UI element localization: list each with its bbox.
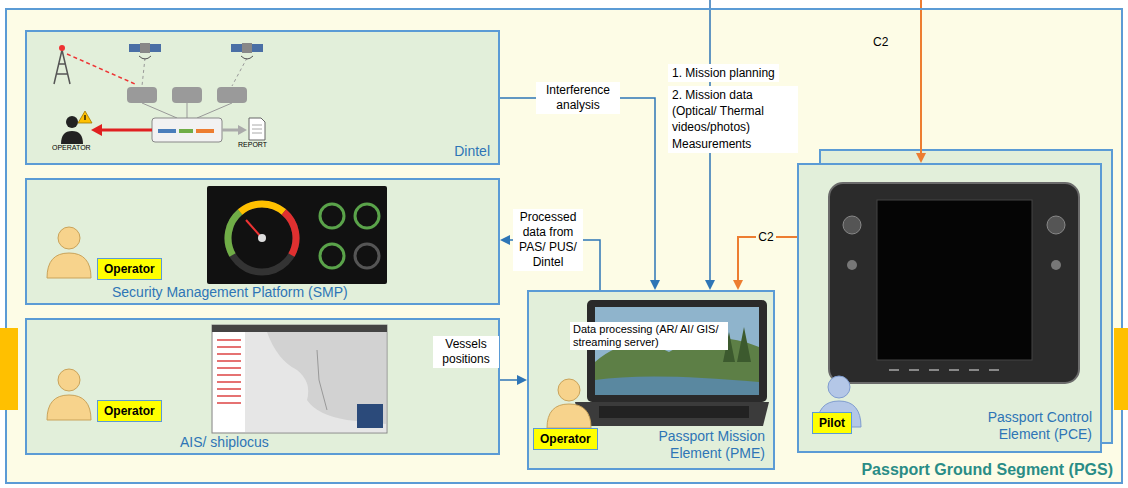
box-title: Passport Control Element (PCE): [962, 409, 1092, 443]
role-label: Operator: [104, 261, 155, 277]
box-title: Dintel: [454, 143, 490, 160]
flow-note: 2. Mission data (Optical/ Thermal videos…: [668, 86, 798, 153]
connector-line: [500, 98, 655, 280]
edge-label: Processed data from PAS/ PUS/ Dintel: [513, 209, 583, 271]
arrow-head: [705, 280, 715, 290]
role-label: Pilot: [819, 415, 845, 431]
system-box: Passport Control Element (PCE) Pilot: [797, 163, 1102, 453]
c2-line: [920, 0, 922, 153]
role-tag: Operator: [533, 428, 598, 450]
connector: [500, 98, 660, 290]
system-box: Data processing (AR/ AI/ GIS/ streaming …: [527, 290, 775, 470]
link-label: C2: [873, 34, 888, 50]
icon-caption: REPORT: [238, 140, 267, 149]
flow-note: 1. Mission planning: [668, 64, 779, 82]
connector-line: [500, 379, 517, 381]
side-tab: [0, 328, 18, 410]
role-label: Operator: [104, 403, 155, 419]
box-title: AIS/ shiplocus: [180, 434, 269, 451]
system-box: Security Management Platform (SMP) Operat…: [25, 178, 500, 305]
edge-label: C2: [756, 229, 775, 246]
segment-title: Passport Ground Segment (PGS): [861, 460, 1113, 479]
edge-label: Interference analysis: [536, 82, 620, 114]
system-box: AIS/ shiplocus Operator: [25, 318, 500, 455]
arrow-head: [733, 280, 743, 290]
role-tag: Operator: [97, 258, 162, 280]
box-title: Security Management Platform (SMP): [112, 284, 348, 301]
role-label: Operator: [540, 431, 591, 447]
arrow-head: [517, 375, 527, 385]
arrow-head: [650, 280, 660, 290]
edge-label: Vessels positions: [433, 336, 499, 368]
icon-caption: OPERATOR: [52, 143, 91, 152]
box-note: Data processing (AR/ AI/ GIS/ streaming …: [570, 322, 728, 350]
arrow-head: [500, 235, 510, 245]
segment-ground: [5, 8, 1123, 484]
box-title: Passport Mission Element (PME): [640, 428, 765, 462]
role-tag: Operator: [97, 400, 162, 422]
role-tag: Pilot: [812, 412, 852, 434]
tablet-illustration: [799, 165, 1100, 451]
ais-screen-illustration: [27, 320, 498, 453]
connector: [500, 375, 527, 385]
side-tab: [1114, 328, 1128, 410]
arrow-head: [916, 153, 926, 163]
